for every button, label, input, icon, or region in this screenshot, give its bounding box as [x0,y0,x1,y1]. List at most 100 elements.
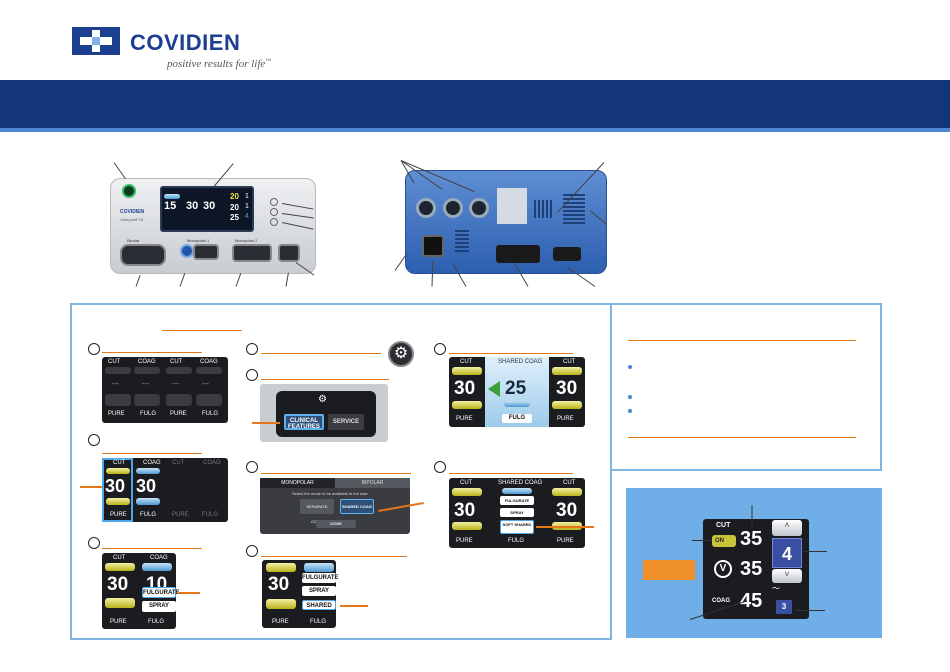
panel3-header-2: COAG [150,555,168,561]
cut-up-button[interactable] [452,367,482,375]
panel7-header-1: CUT [460,359,473,365]
coag-up-button[interactable] [136,468,160,474]
pointer-arrow [252,422,280,424]
panel6-value: 30 [268,574,290,595]
panel8-mode-3: PURE [557,538,574,544]
panel1-mode-1: PURE [108,411,125,417]
step-rule [261,473,411,474]
coag-up-button[interactable] [142,563,172,571]
shared-coag-prompt: Select the mode to be available to the u… [292,491,368,496]
on-toggle[interactable]: ON [712,535,736,547]
step-number-circle [434,343,446,355]
panel8-header-3: CUT [563,480,576,486]
menu-spray[interactable]: SPRAY [500,508,534,517]
panel2-mode-1: PURE [110,512,127,518]
device-touchscreen [160,186,254,232]
menu-shared[interactable]: SHARED [302,600,336,610]
tab-monopolar[interactable]: MONOPOLAR [260,478,335,488]
menu-fulgurate[interactable]: FULGURATE [500,496,534,505]
cut-down-button[interactable] [106,498,130,505]
screen-right-small-3: 4 [245,213,249,220]
rear-knob-icon [416,198,436,218]
pointer-arrow [536,526,594,528]
panel1-header-3: CUT [170,359,183,365]
step-rule [102,453,202,454]
device-button-icon [270,218,278,226]
rear-connector-port [553,247,581,261]
panel6-mode-1: PURE [272,619,289,625]
panel7-cut-value-1: 30 [454,378,476,399]
disabled-up-button [196,367,222,374]
coag-down-button[interactable] [136,498,160,505]
cut-down-button[interactable] [552,401,582,409]
panel7-header-2: SHARED COAG [498,359,543,365]
panel2-header-4: COAG [203,460,221,466]
device-model-label: ValleylabFX8 [120,217,144,222]
monopolar2-label: Monopolar 2 [235,238,258,243]
screen-right-value-3: 25 [230,213,239,222]
tab-bipolar[interactable]: BIPOLAR [335,478,410,488]
cut-up-button[interactable] [106,468,130,474]
separate-coag-button[interactable]: SEPARATE COAG [300,499,334,524]
menu-fulgurate[interactable]: FULGURATE [302,573,339,583]
coag-down-button[interactable] [504,401,530,407]
disabled-down-button [105,394,131,406]
cut-up-button[interactable] [266,563,296,572]
coag-up-button[interactable] [304,563,334,572]
coag-up-button[interactable] [502,488,532,494]
panel2-mode-4: FULG [202,512,219,518]
brand-name: COVIDIEN [130,30,241,55]
menu-spray[interactable]: SPRAY [302,586,336,596]
menu-soft-shared[interactable]: SOFT SHARED [500,520,534,534]
gear-icon[interactable]: ⚙ [388,341,414,367]
done-button[interactable]: DONE [316,520,356,528]
disabled-up-button [166,367,192,374]
clinical-features-button[interactable]: CLINICAL FEATURES [284,414,324,430]
device-button-icon [270,208,278,216]
pointer-arrow [340,605,368,607]
card-coag-value: 45 [740,590,763,612]
callout-line [235,273,242,287]
level-down-button[interactable]: ˅ [772,569,802,583]
panel3-cut-value: 30 [107,574,129,595]
step-rule [261,556,407,557]
rear-label-plate [497,188,527,224]
callout-line [803,551,827,552]
dolphin-icon: 〜 [772,584,780,593]
step-rule [449,473,573,474]
bipolar-label: Bipolar [127,238,140,243]
monopolar2-port [232,244,272,262]
footswitch-port [278,244,300,262]
panel3-header-1: CUT [113,555,126,561]
cut-up-button[interactable] [452,488,482,496]
panel7-mode-2[interactable]: FULG [502,414,532,423]
cut-up-button[interactable] [552,367,582,375]
cut-down-button[interactable] [266,599,296,609]
step-rule [261,353,381,354]
cut-down-button[interactable] [105,598,135,608]
rear-knob-icon [443,198,463,218]
disabled-up-button [105,367,131,374]
shared-coag-button[interactable]: SHARED COAG [340,499,374,514]
device-brand-label: COVIDIEN [120,209,145,215]
menu-fulgurate[interactable]: FULGURATE [142,587,180,598]
menu-spray[interactable]: SPRAY [142,601,176,612]
service-button[interactable]: SERVICE [328,414,364,430]
screen-value-3: 30 [203,200,216,212]
cut-up-button[interactable] [552,488,582,496]
panel1-header-2: COAG [138,359,156,365]
panel2-mode-3: PURE [172,512,189,518]
step-number-circle [88,343,100,355]
screen-cut-button [164,194,180,199]
cut-down-button[interactable] [452,522,482,530]
cut-down-button[interactable] [452,401,482,409]
left-arrow-icon[interactable] [488,381,500,397]
panel8-cut-value-2: 30 [556,500,578,521]
step-rule [102,548,202,549]
cut-up-button[interactable] [105,563,135,571]
level-up-button[interactable]: ˄ [772,520,802,536]
step-number-circle [88,434,100,446]
step-number-circle [246,369,258,381]
panel1-dash-1: --- [112,381,119,388]
device-button-icon [270,198,278,206]
